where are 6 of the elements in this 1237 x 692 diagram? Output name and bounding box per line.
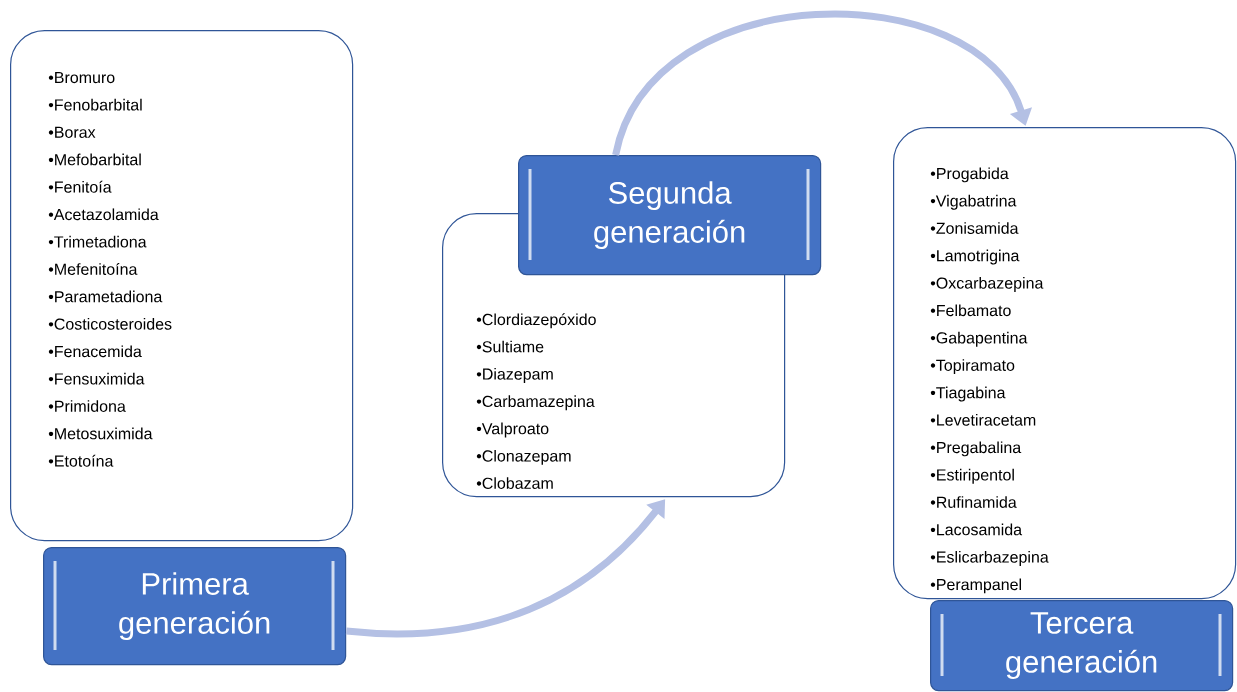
list-box: •Progabida •Vigabatrina •Zonisamida •Lamotrigina •Oxcarbazepina •Felbamato •Gabapentina •Topiramato •Tiagabina •Levetiracetam •Pregabalina •Estiripentol •Rufinamida •Lacosamida •Eslicarbazepina •Perampanel [893,127,1237,600]
title-box: Primera generación [43,547,347,666]
title-box: Segunda generación [518,155,822,276]
curved-arrow [612,11,1033,157]
title-box: Tercera generación [930,600,1234,692]
list-box: •Bromuro •Fenobarbital •Borax •Mefobarbital •Fenitoía •Acetazolamida •Trimetadiona •Mefenitoína •Parametadiona •Costicosteroides •Fenacemida •Fensuximida •Primidona •Metosuximida •Etotoína [10,30,354,542]
